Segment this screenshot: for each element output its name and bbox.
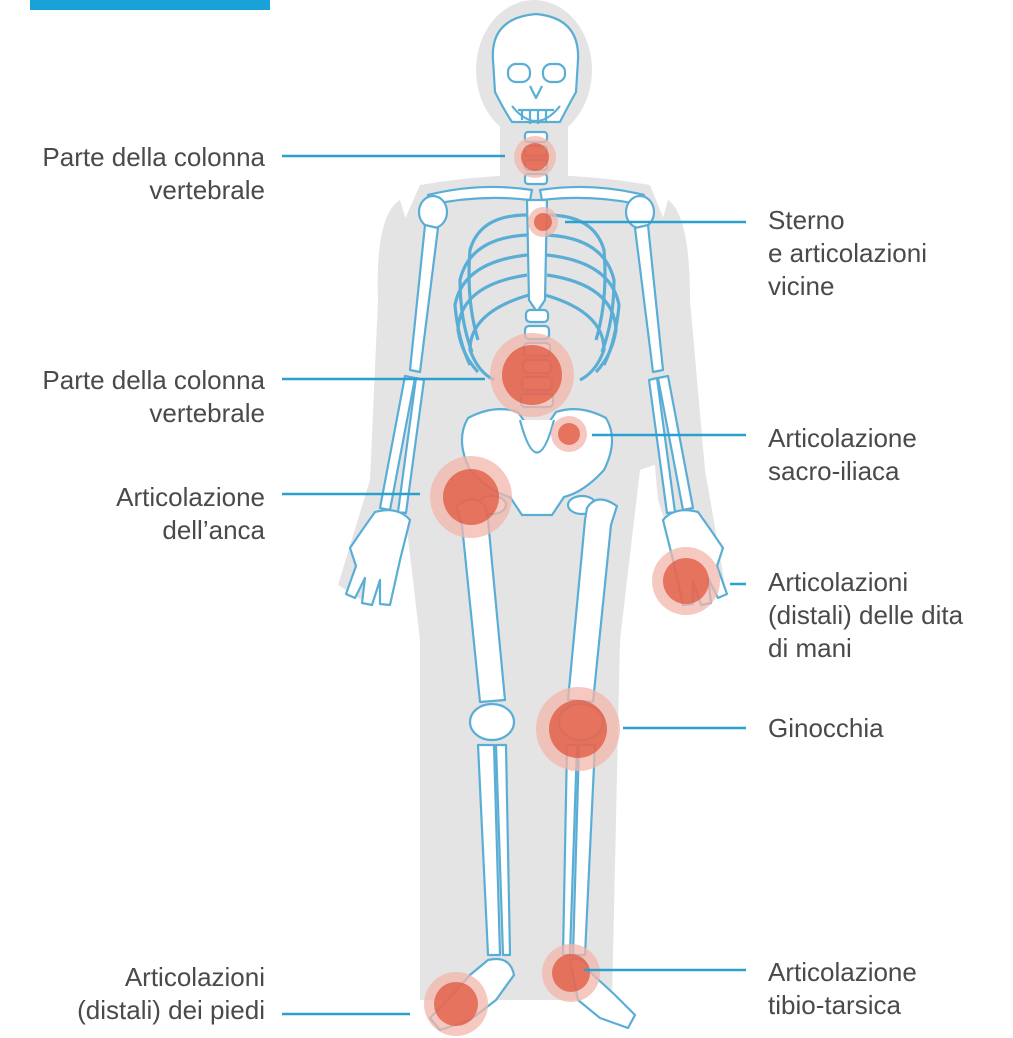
label-hip: Articolazione dell’anca	[116, 481, 265, 547]
label-line: dell’anca	[116, 514, 265, 547]
label-sacroiliac: Articolazione sacro-iliaca	[768, 422, 917, 488]
label-feet: Articolazioni (distali) dei piedi	[77, 961, 265, 1027]
label-spine-upper: Parte della colonna vertebrale	[42, 141, 265, 207]
left-hand	[346, 510, 410, 605]
label-line: vicine	[768, 270, 927, 303]
label-line: Articolazione	[768, 422, 917, 455]
label-line: di mani	[768, 632, 963, 665]
label-sternum: Sterno e articolazioni vicine	[768, 204, 927, 303]
label-fingers: Articolazioni (distali) delle dita di ma…	[768, 566, 963, 665]
label-line: Articolazione	[116, 481, 265, 514]
label-line: Articolazioni	[77, 961, 265, 994]
label-line: (distali) delle dita	[768, 599, 963, 632]
label-line: tibio-tarsica	[768, 989, 917, 1022]
label-line: Ginocchia	[768, 712, 884, 745]
label-line: sacro-iliaca	[768, 455, 917, 488]
label-line: vertebrale	[42, 174, 265, 207]
label-ankle: Articolazione tibio-tarsica	[768, 956, 917, 1022]
title-fragment	[30, 0, 270, 10]
label-line: vertebrale	[42, 397, 265, 430]
label-line: e articolazioni	[768, 237, 927, 270]
label-line: (distali) dei piedi	[77, 994, 265, 1027]
label-spine-lower: Parte della colonna vertebrale	[42, 364, 265, 430]
label-line: Sterno	[768, 204, 927, 237]
label-line: Articolazioni	[768, 566, 963, 599]
skull	[493, 14, 578, 122]
label-line: Articolazione	[768, 956, 917, 989]
label-line: Parte della colonna	[42, 141, 265, 174]
label-line: Parte della colonna	[42, 364, 265, 397]
label-knee: Ginocchia	[768, 712, 884, 745]
